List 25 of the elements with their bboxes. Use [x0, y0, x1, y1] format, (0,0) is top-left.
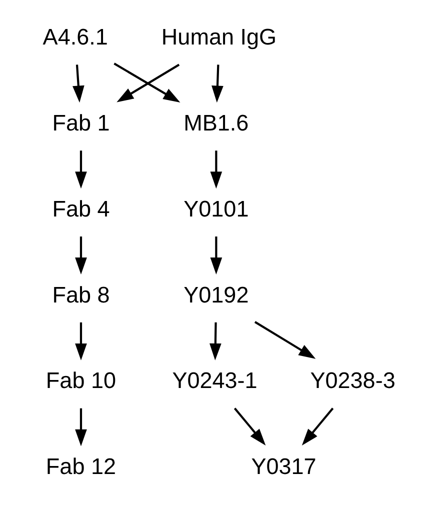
node-text: Fab 12: [46, 454, 116, 480]
node-text: Fab 4: [52, 196, 110, 222]
node-text: Fab 1: [52, 110, 110, 136]
arrow: [234, 408, 266, 446]
node-text: Y0243-1: [172, 368, 258, 394]
node-text: MB1.6: [184, 110, 249, 136]
arrow: [210, 150, 222, 189]
arrow: [75, 408, 87, 446]
arrow: [75, 150, 87, 189]
node-text: Y0192: [184, 282, 249, 308]
arrow: [72, 64, 84, 103]
node-text: Fab 8: [52, 282, 110, 308]
node-text: Y0101: [184, 196, 249, 222]
node-text: A4.6.1: [42, 24, 108, 50]
arrow: [212, 64, 224, 103]
node-text: Y0238-3: [310, 368, 396, 394]
arrow: [210, 236, 222, 274]
arrow: [75, 236, 87, 274]
node-text: Y0317: [251, 454, 316, 480]
arrow: [254, 321, 316, 359]
arrow: [302, 408, 334, 446]
arrow: [75, 322, 87, 360]
node-text: Fab 10: [46, 368, 116, 394]
node-text: Human IgG: [161, 24, 277, 50]
arrow: [210, 322, 222, 360]
